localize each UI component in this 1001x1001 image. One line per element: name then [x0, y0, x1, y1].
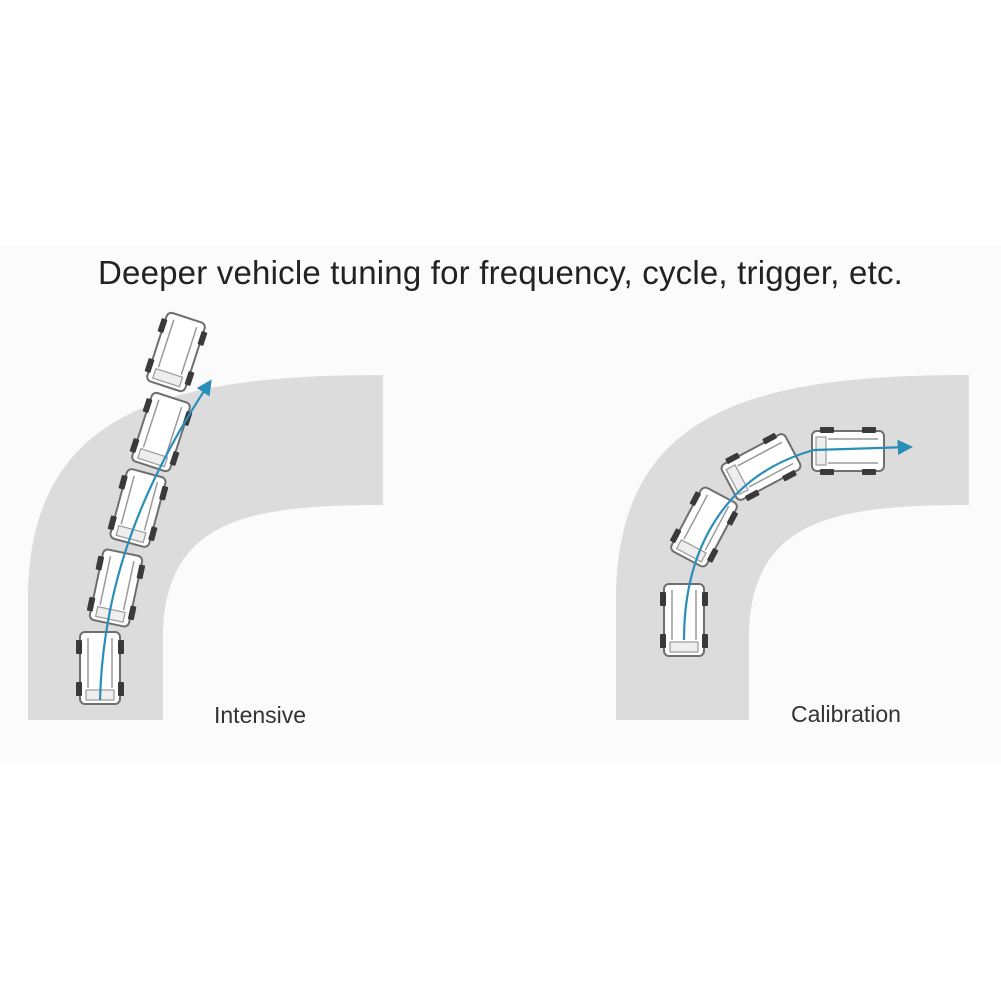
panel-intensive [28, 309, 388, 730]
road-curve [616, 375, 969, 720]
caption-calibration: Calibration [791, 701, 901, 727]
trajectory-arrow [98, 379, 212, 701]
calibration-diagram [616, 375, 969, 720]
intensive-diagram [28, 309, 383, 720]
car-4 [811, 426, 885, 476]
trajectory-arrow [682, 439, 914, 641]
panel-calibration [614, 370, 974, 730]
headline: Deeper vehicle tuning for frequency, cyc… [97, 254, 904, 291]
caption-intensive: Intensive [214, 702, 307, 728]
